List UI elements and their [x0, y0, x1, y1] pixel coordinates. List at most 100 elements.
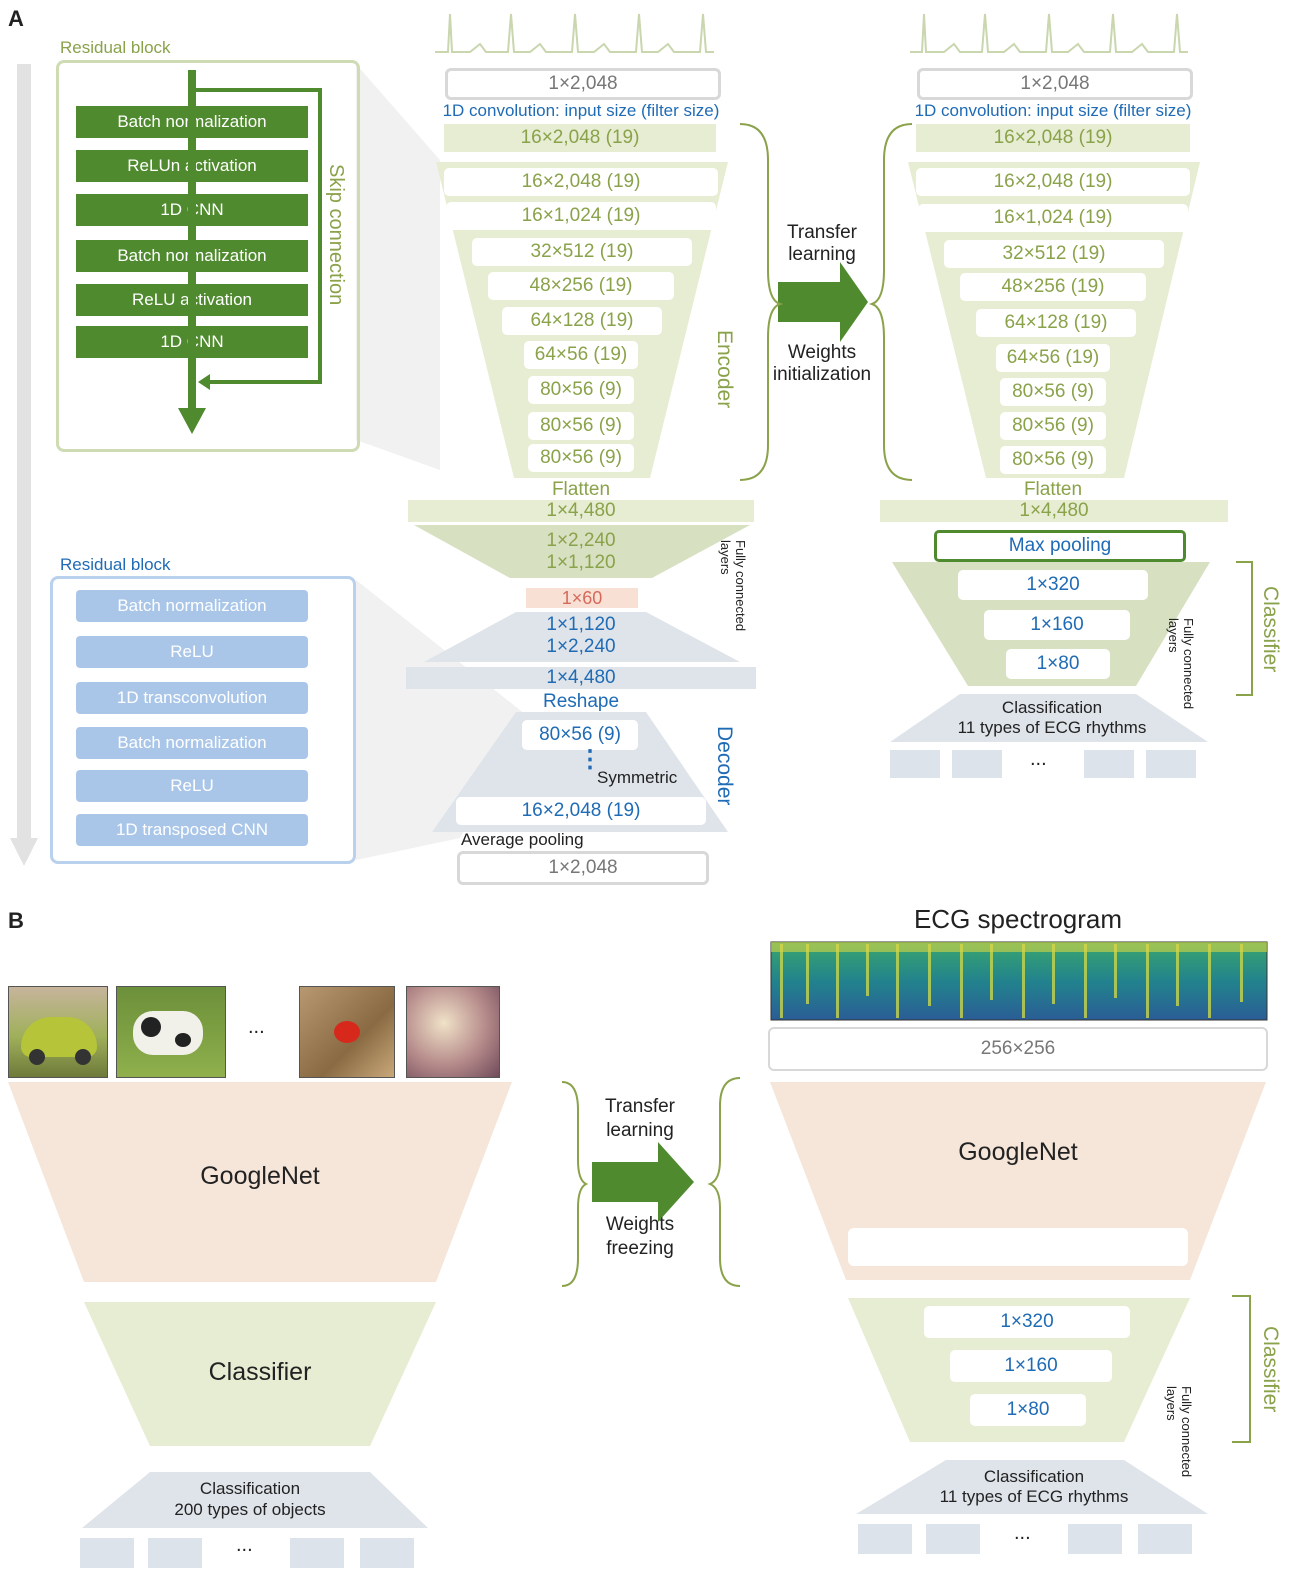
ae-enc-layer-1: 16×2,048 (19): [444, 168, 718, 196]
classification-right: Classification: [983, 1467, 1085, 1486]
output-node: [290, 1538, 344, 1568]
cls-ellipsis: ...: [1030, 748, 1047, 770]
cls-classification-sub: 11 types of ECG rhythms: [957, 718, 1147, 737]
cls-max-pooling: Max pooling: [934, 530, 1186, 562]
output-node: [952, 750, 1002, 778]
ae-fc-up-2: 1×2,240: [546, 636, 616, 657]
cls-fc-1: 1×320: [958, 570, 1148, 600]
blue-layer-batch-norm-2: Batch normalization: [76, 727, 308, 759]
image-ladybug: [299, 986, 395, 1078]
ae-enc-layer-8: 80×56 (9): [528, 412, 634, 440]
residual-block-blue: [50, 576, 356, 864]
ae-enc-layer-5: 64×128 (19): [502, 307, 662, 335]
blue-layer-relu-1: ReLU: [76, 636, 308, 668]
skip-arrowhead: [198, 374, 210, 390]
main-path-arrow: [188, 70, 196, 410]
cls-enc-layer-4: 48×256 (19): [960, 273, 1146, 301]
transfer-arrow-a: [778, 262, 868, 342]
residual-block-green-title: Residual block: [60, 38, 171, 57]
ae-fc-up-1: 1×1,120: [546, 614, 616, 635]
image-car: [8, 986, 108, 1078]
skip-side: [318, 88, 322, 384]
brace-left-a: [739, 123, 784, 481]
brace-right-b: [707, 1077, 741, 1287]
brace-left-b: [561, 1081, 589, 1287]
output-node: [1068, 1524, 1122, 1554]
blue-layer-relu-2: ReLU: [76, 770, 308, 802]
ae-input-size: 1×2,048: [445, 68, 721, 100]
googlenet-left: GoogleNet: [200, 1162, 320, 1190]
cls-fc-2: 1×160: [984, 610, 1130, 640]
b-classifier-label: Classifier: [1259, 1326, 1282, 1413]
output-node: [926, 1524, 980, 1554]
googlenet-output-slot: [848, 1228, 1188, 1266]
classification-trapezoid-left: [82, 1472, 428, 1528]
flow-arrow-shaft: [17, 64, 31, 844]
residual-block-green: [56, 60, 360, 452]
b-fc-2: 1×160: [950, 1350, 1112, 1382]
skip-bottom: [208, 380, 322, 384]
output-node: [148, 1538, 202, 1568]
left-ellipsis: ...: [236, 1534, 253, 1556]
encoder-label: Encoder: [713, 330, 736, 409]
cls-classifier-label: Classifier: [1259, 586, 1282, 673]
cls-input-size: 1×2,048: [917, 68, 1193, 100]
googlenet-trapezoid-left: [8, 1082, 512, 1282]
transfer-a-line1: Transfer: [786, 222, 858, 243]
panel-a-label: A: [8, 6, 24, 31]
cls-first-conv: 16×2,048 (19): [916, 124, 1190, 152]
transfer-arrow-b: [592, 1142, 694, 1222]
image-dog: [116, 986, 226, 1078]
skip-connection-label: Skip connection: [325, 164, 347, 306]
classification-left: Classification: [199, 1479, 301, 1498]
transfer-a-line4: initialization: [772, 364, 872, 385]
decoder-label: Decoder: [713, 726, 736, 806]
image-ellipsis: ...: [248, 1016, 265, 1038]
transfer-b-line1: Transfer: [604, 1096, 676, 1117]
image-lamp: [406, 986, 500, 1078]
ae-flatten: Flatten: [551, 479, 611, 500]
cls-fc-3: 1×80: [1006, 649, 1110, 679]
classification-trapezoid-right-b: [856, 1460, 1208, 1514]
classification-left-sub: 200 types of objects: [174, 1500, 326, 1519]
main-path-arrowhead: [178, 408, 206, 434]
input-size-box: 256×256: [768, 1027, 1268, 1071]
transfer-a-line2: learning: [788, 244, 856, 265]
residual-block-blue-title: Residual block: [60, 555, 171, 574]
cls-enc-layer-5: 64×128 (19): [976, 309, 1136, 337]
spectrogram-title: ECG spectrogram: [913, 904, 1123, 934]
ae-avg-pool: Average pooling: [461, 830, 584, 849]
zoom-connector-green: [356, 64, 440, 470]
cls-enc-layer-1: 16×2,048 (19): [916, 168, 1190, 196]
cls-enc-layer-8: 80×56 (9): [1000, 412, 1106, 440]
right-ellipsis: ...: [1014, 1522, 1031, 1544]
classifier-trapezoid-left: [84, 1302, 436, 1446]
ae-conv-caption: 1D convolution: input size (filter size): [442, 101, 720, 120]
spectrogram-bands: [780, 944, 1243, 1018]
ae-fc-label: Fully connected layers: [718, 540, 748, 632]
ae-enc-layer-9: 80×56 (9): [528, 444, 634, 472]
ae-enc-layer-2: 16×1,024 (19): [446, 202, 716, 230]
brace-right-a: [868, 123, 913, 481]
ecg-trace-left: [435, 13, 714, 53]
ae-enc-layer-7: 80×56 (9): [528, 376, 634, 404]
transfer-a-line3: Weights: [787, 342, 857, 363]
ae-flatten-size: 1×4,480: [408, 500, 754, 522]
b-fc-3: 1×80: [970, 1394, 1086, 1426]
cls-flatten: Flatten: [1023, 479, 1083, 500]
ae-reshape: Reshape: [542, 691, 620, 712]
cls-enc-layer-6: 64×56 (19): [996, 344, 1110, 372]
output-node: [858, 1524, 912, 1554]
ae-decoder-top: 80×56 (9): [522, 720, 638, 750]
transfer-b-line4: freezing: [606, 1238, 674, 1259]
classifier-bracket-b: [1232, 1295, 1251, 1443]
output-node: [890, 750, 940, 778]
spectrogram-top-band: [771, 942, 1267, 952]
cls-enc-layer-3: 32×512 (19): [944, 240, 1164, 268]
ecg-trace-right: [910, 13, 1188, 53]
blue-layer-transconv: 1D transconvolution: [76, 682, 308, 714]
classifier-left: Classifier: [208, 1358, 312, 1386]
fc-down-trapezoid: [414, 525, 750, 578]
transfer-b-line3: Weights: [605, 1214, 675, 1235]
skip-top: [196, 88, 320, 92]
